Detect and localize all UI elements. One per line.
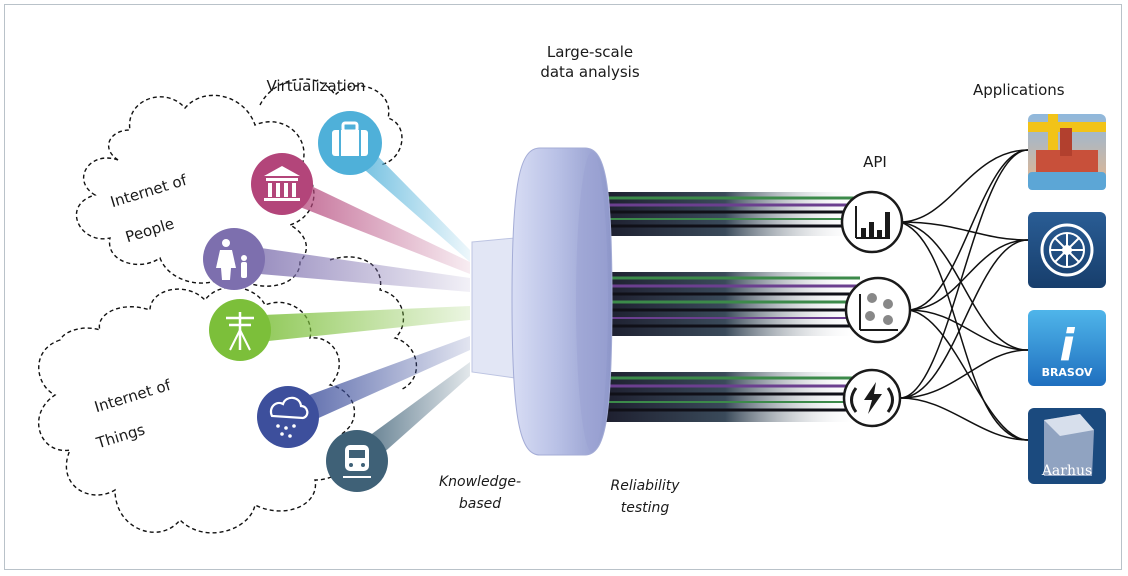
api-label: API [863, 153, 887, 171]
cloud-internet-of-people-upper [259, 78, 403, 166]
museum-icon [251, 153, 313, 215]
large-scale-label-line1: Large-scale [546, 43, 634, 61]
processor-drum-face [576, 152, 608, 452]
reliability-testing-label-line1: Reliability [610, 478, 680, 494]
lightning-icon [842, 368, 902, 428]
applications-label: Applications [973, 81, 1065, 99]
knowledge-based-label-line1: Knowledge- [438, 474, 521, 490]
virtualization-label: Virtualization [266, 77, 366, 95]
stream-parent-child [236, 245, 470, 292]
brasov-app-label: BRASOV [1041, 366, 1093, 379]
rain-cloud-icon [257, 386, 319, 448]
suitcase-icon [318, 111, 382, 175]
knowledge-based-label-line2: based [458, 496, 502, 512]
stream-power-pole [240, 306, 470, 344]
power-pole-icon [209, 299, 271, 361]
info-icon: i [1028, 310, 1106, 386]
bar-chart-icon [840, 190, 904, 254]
large-scale-label-line2: data analysis [540, 63, 640, 81]
wheel-icon [1028, 212, 1106, 288]
scatter-plot-icon [844, 276, 912, 344]
train-icon [326, 430, 388, 492]
cloud-internet-of-people [75, 94, 315, 287]
diagram-frame [4, 4, 1122, 570]
stream-rain-cloud [282, 336, 470, 430]
reliability-testing-label-line2: testing [620, 500, 670, 516]
aarhus-icon [1028, 408, 1106, 484]
collector-prism [471, 237, 516, 379]
cable-bundle-bottom [590, 372, 860, 422]
stockholm-city-hall-icon [1028, 114, 1106, 190]
parent-child-icon [203, 228, 265, 290]
api-connection-lines [899, 149, 1029, 441]
cable-bundle-middle [590, 272, 860, 336]
svg-text:i: i [1059, 320, 1075, 371]
stream-museum [272, 172, 470, 274]
aarhus-app-label: Aarhus [1041, 463, 1093, 479]
cable-bundle-top [590, 192, 860, 236]
